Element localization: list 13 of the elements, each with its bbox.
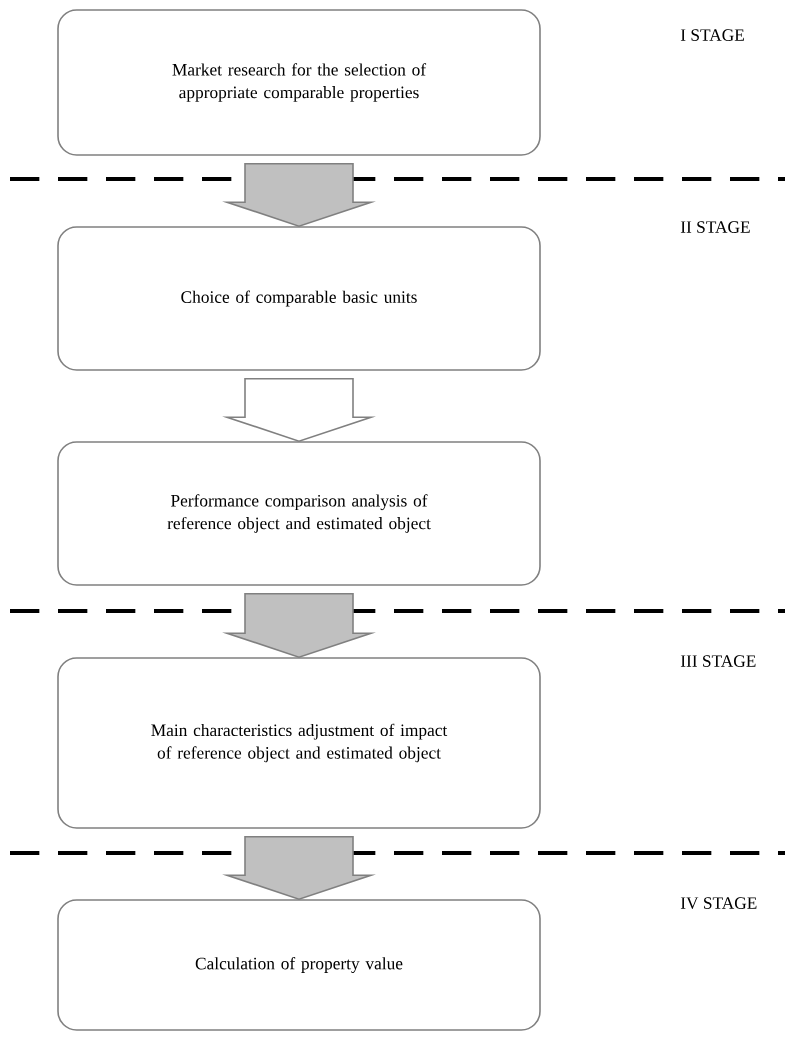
process-box: Calculation of property value xyxy=(57,899,541,1031)
stage-label: I STAGE xyxy=(680,29,744,41)
block-arrow xyxy=(222,377,376,443)
process-box: Main characteristics adjustment of impact of reference object and estimated object xyxy=(57,657,541,829)
process-box: Market research for the selection of appropriate comparable properties xyxy=(57,9,541,156)
stage-label: IV STAGE xyxy=(680,897,757,909)
block-arrow xyxy=(222,836,376,901)
block-arrow xyxy=(222,593,376,659)
block-arrow xyxy=(222,163,376,228)
process-box: Choice of comparable basic units xyxy=(57,226,541,371)
stage-label: II STAGE xyxy=(680,221,750,233)
stage-label: III STAGE xyxy=(680,655,756,667)
process-box: Performance comparison analysis of reference object and estimated object xyxy=(57,441,541,586)
